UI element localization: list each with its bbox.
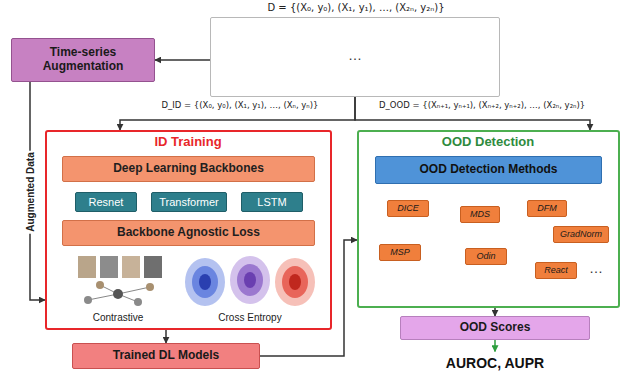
class-cluster [230,256,270,304]
class-cluster [192,266,218,298]
method-box: MDS [460,206,500,223]
box-label: Odin [476,251,495,261]
process-box: Backbone Agnostic Loss [62,220,315,246]
box-label: MDS [470,209,490,219]
output-box: OOD Scores [400,316,590,340]
box-label: MSP [390,247,410,257]
figure-label: Cross Entropy [218,312,281,324]
metric-text: AUROC, AUPR [435,352,555,375]
sample-image [100,256,118,278]
ellipsis-mark: … [348,48,362,62]
sample-image [144,256,162,278]
box-label: Deep Learning Backbones [113,162,264,176]
process-box: Deep Learning Backbones [62,156,315,182]
graph-node [96,281,104,289]
output-box: Trained DL Models [72,343,260,369]
cross-entropy-illustration [185,256,315,306]
graph-node [134,298,142,306]
arrow-connector [260,240,357,356]
figure-label: Contrastive [93,312,144,324]
sample-image [78,256,96,278]
arrow-connector [494,340,496,352]
group-frame: ID TrainingContrastive Cross Entropy Deep … [45,130,332,330]
class-cluster [289,274,301,290]
class-cluster [282,266,308,298]
box-label: DFM [537,203,557,213]
class-cluster [185,258,225,306]
class-cluster [244,272,256,288]
ellipsis-mark: … [589,261,603,275]
box-label: AUROC, AUPR [446,355,544,371]
box-label: LSTM [257,196,286,209]
arrow-connector [155,59,210,61]
class-cluster [237,264,263,296]
box-label: Transformer [159,196,219,209]
graph-node [113,289,123,299]
edge-label: D_ID = {(X₀, y₀), (X₁, y₁), …, (Xₙ, yₙ)} [160,100,321,110]
backbone-box: LSTM [241,192,303,212]
box-label: Time-series Augmentation [16,46,150,74]
method-box: MSP [379,244,421,261]
arrow-connector [165,330,167,343]
edge-label: Augmented Data [24,150,36,233]
group-title: OOD Detection [442,135,534,150]
sample-image [122,256,140,278]
process-box: Time-series Augmentation [11,38,155,82]
method-box: DFM [527,200,567,217]
class-cluster [199,274,211,290]
method-box: DICE [387,200,429,217]
process-box: OOD Detection Methods [375,156,602,184]
box-label: OOD Scores [460,321,531,335]
method-box: Odin [465,248,507,265]
graph-node [146,283,154,291]
edge-label: D_OOD = {(Xₙ₊₁, yₙ₊₁), (Xₙ₊₂, yₙ₊₂), …, … [377,100,587,110]
box-label: GradNorm [560,229,602,239]
backbone-box: Transformer [151,192,227,212]
arrow-connector [120,97,355,130]
group-title: D = {(X₀, y₀), (X₁, y₁), …, (X₂ₙ, y₂ₙ)} [267,2,444,14]
arrow-connector [355,97,590,130]
box-label: DICE [397,203,419,213]
class-cluster [275,258,315,306]
box-label: Resnet [89,196,124,209]
box-label: Backbone Agnostic Loss [117,226,260,240]
backbone-box: Resnet [75,192,137,212]
method-box: React [535,262,577,279]
box-label: React [544,265,568,275]
arrow-connector [494,308,496,316]
group-frame: OOD DetectionOOD Detection MethodsDICE MD… [357,130,620,308]
box-label: Trained DL Models [113,349,219,363]
group-title: ID Training [154,135,221,150]
graph-node [84,296,92,304]
method-box: GradNorm [553,226,609,243]
box-label: OOD Detection Methods [419,163,557,177]
contrastive-illustration [78,256,162,306]
